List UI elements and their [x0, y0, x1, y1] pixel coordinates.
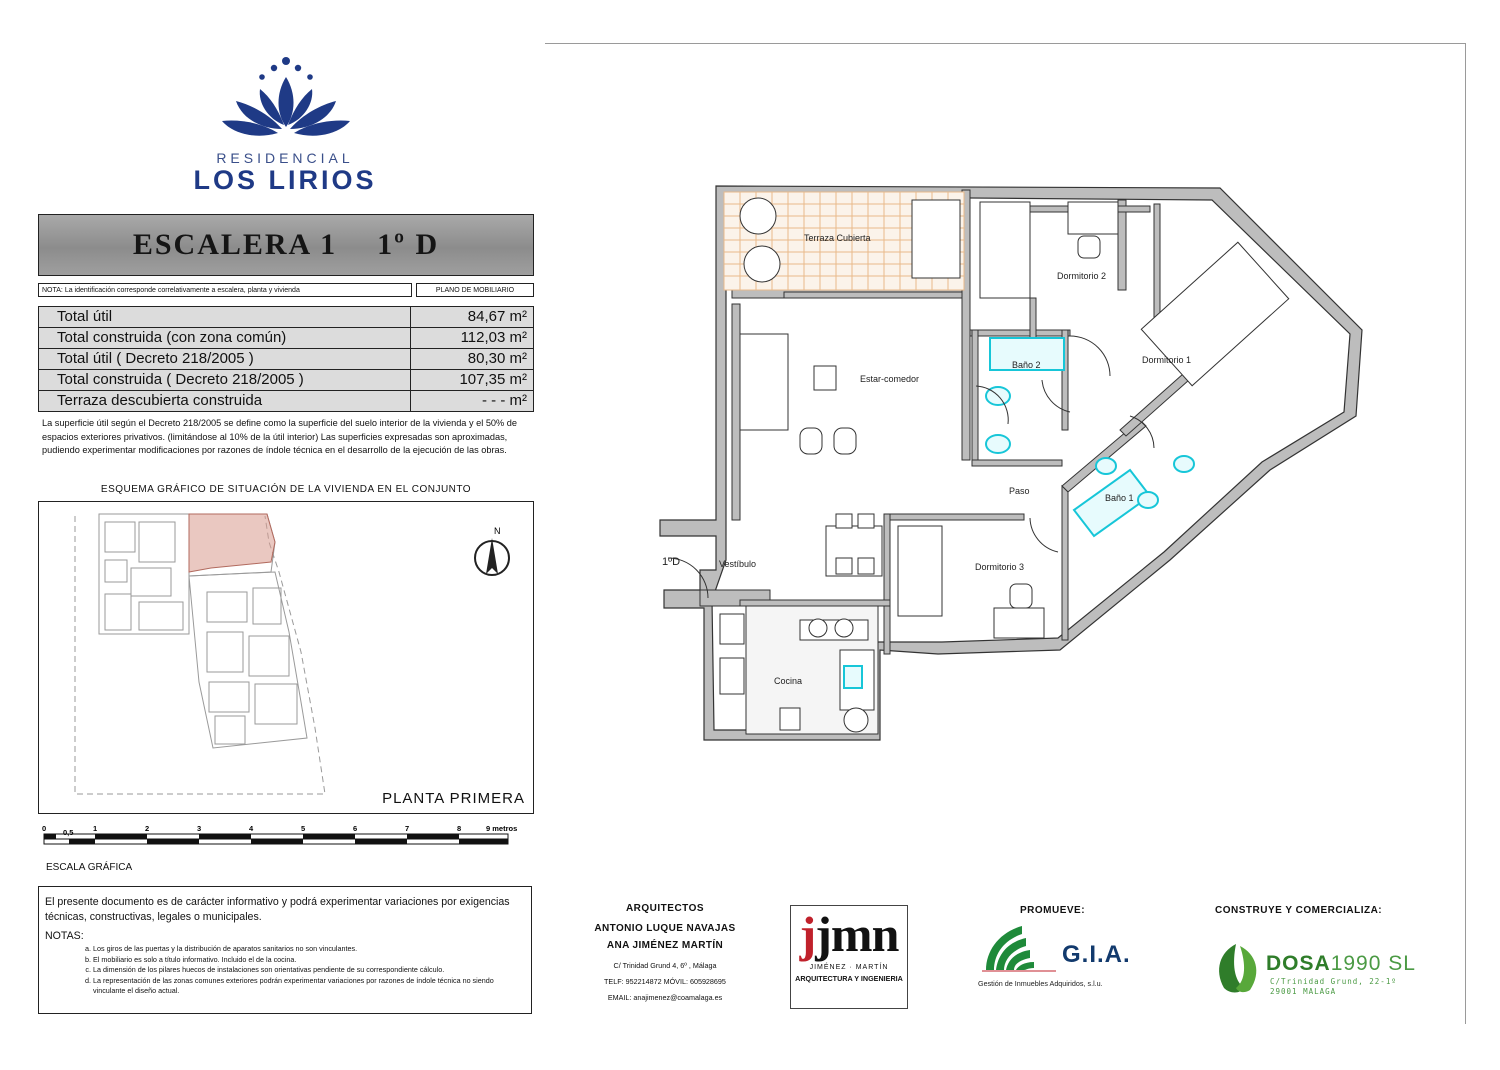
surface-label: Total construida ( Decreto 218/2005 ): [39, 370, 411, 390]
site-plan-drawing: [74, 513, 326, 795]
list-item: Los giros de las puertas y la distribuci…: [93, 944, 523, 955]
dosa-name: DOSA1990 SL: [1266, 952, 1416, 976]
architects-title: ARQUITECTOS: [625, 903, 705, 914]
jmn-logo: jjmn JIMÉNEZ · MARTÍN ARQUITECTURA Y ING…: [790, 905, 908, 1009]
situation-title: ESQUEMA GRÁFICO DE SITUACIÓN DE LA VIVIE…: [100, 484, 472, 495]
table-row: Total útil ( Decreto 218/2005 ) 80,30 m²: [39, 349, 533, 370]
surface-value: 112,03 m²: [460, 329, 527, 346]
architects-email: EMAIL: anajimenez@coamalaga.es: [607, 993, 723, 1002]
scale-tick: 5: [301, 824, 305, 833]
notes-title: NOTAS:: [45, 930, 84, 942]
dosa-address: C/Trinidad Grund, 22-1º 29001 MALAGA: [1270, 977, 1397, 997]
room-label-bano-2: Baño 2: [1012, 360, 1041, 370]
surface-label: Total útil ( Decreto 218/2005 ): [39, 349, 411, 369]
unit-door-label: 1ºD: [662, 556, 681, 568]
plan-type: PLANO DE MOBILIARIO: [416, 283, 534, 297]
room-label-dormitorio-1: Dormitorio 1: [1142, 355, 1192, 365]
unit-label: 1º D: [377, 228, 440, 261]
plan-frame: [545, 43, 1466, 1024]
lotus-logo-icon: [222, 57, 350, 136]
architects-block: ARQUITECTOS ANTONIO LUQUE NAVAJAS ANA JI…: [560, 903, 770, 1006]
dosa-address-line: C/Trinidad Grund, 22-1º: [1270, 977, 1397, 986]
construye-title: CONSTRUYE Y COMERCIALIZA:: [1215, 905, 1383, 916]
jmn-subtitle: ARQUITECTURA Y INGENIERIA: [795, 974, 903, 983]
north-compass-icon: N: [474, 526, 510, 576]
scale-tick: 2: [145, 824, 149, 833]
table-row: Terraza descubierta construida - - - m²: [39, 391, 533, 411]
table-row: Total útil 84,67 m²: [39, 307, 533, 328]
brand-name: LOS LIRIOS: [193, 165, 377, 195]
scale-tick: 8: [457, 824, 461, 833]
scale-tick: 0: [42, 824, 46, 833]
gia-name: G.I.A.: [1062, 941, 1131, 968]
dosa-leaf-logo-icon: [1219, 944, 1257, 993]
promueve-title: PROMUEVE:: [1020, 905, 1086, 916]
architect-name: ANA JIMÉNEZ MARTÍN: [606, 940, 724, 951]
dosa-address-line: 29001 MALAGA: [1270, 987, 1337, 996]
brand-subtitle: RESIDENCIAL: [216, 150, 354, 166]
surface-value: - - - m²: [482, 392, 527, 409]
table-row: Total construida (con zona común) 112,03…: [39, 328, 533, 349]
identification-note-row: NOTA: La identificación corresponde corr…: [38, 283, 534, 297]
notes-list: Los giros de las puertas y la distribuci…: [45, 944, 523, 997]
dosa-brand: DOSA: [1266, 952, 1331, 975]
list-item: La dimensión de los pilares huecos de in…: [93, 965, 523, 976]
escalera-header: ESCALERA 1 1º D: [38, 214, 534, 276]
north-label: N: [494, 526, 501, 536]
room-label-estar-comedor: Estar-comedor: [860, 374, 920, 384]
graphic-scale: 0 0,5 1 2 3 4 5 6 7 8 9 metros: [42, 824, 517, 845]
scale-tick: 6: [353, 824, 357, 833]
list-item: El mobiliario es solo a título informati…: [93, 955, 523, 966]
table-row: Total construida ( Decreto 218/2005 ) 10…: [39, 370, 533, 391]
jmn-logo-mark: jjmn: [799, 906, 900, 962]
surface-table: Total útil 84,67 m² Total construida (co…: [38, 306, 534, 412]
room-label-cocina: Cocina: [774, 676, 803, 686]
floor-plan-drawing: [659, 185, 1363, 741]
escalera-label: ESCALERA 1: [132, 228, 338, 261]
room-label-bano-1: Baño 1: [1105, 493, 1134, 503]
scale-tick: 0,5: [63, 828, 73, 837]
surface-value: 84,67 m²: [467, 308, 527, 325]
room-label-dormitorio-3: Dormitorio 3: [975, 562, 1025, 572]
surface-label: Total útil: [39, 307, 411, 327]
identification-note: NOTA: La identificación corresponde corr…: [38, 283, 412, 297]
scale-tick: 7: [405, 824, 409, 833]
surface-label: Terraza descubierta construida: [39, 391, 411, 411]
architects-address: C/ Trinidad Grund 4, 6º , Málaga: [613, 961, 717, 970]
room-label-vestibulo: Vestíbulo: [719, 559, 757, 569]
scale-label: ESCALA GRÁFICA: [46, 862, 133, 873]
architect-name: ANTONIO LUQUE NAVAJAS: [594, 923, 736, 934]
scale-tick: 3: [197, 824, 201, 833]
dosa-year: 1990 SL: [1330, 952, 1416, 975]
room-label-paso: Paso: [1009, 486, 1030, 496]
list-item: La representación de las zonas comunes e…: [93, 976, 523, 997]
floor-label: PLANTA PRIMERA: [382, 790, 525, 807]
gia-subtitle: Gestión de Inmuebles Adquiridos, s.l.u.: [978, 979, 1103, 988]
scale-tick: 4: [249, 824, 254, 833]
scale-tick: 1: [93, 824, 97, 833]
room-label-dormitorio-2: Dormitorio 2: [1057, 271, 1107, 281]
gia-logo-icon: [982, 926, 1056, 972]
architects-phones: TELF: 952214872 MÓVIL: 605928695: [604, 977, 726, 986]
scale-tick: 9 metros: [486, 824, 517, 833]
disclaimer-box: El presente documento es de carácter inf…: [38, 886, 532, 1014]
jmn-strapline: JIMÉNEZ · MARTÍN: [809, 964, 889, 971]
situation-map: N PLANTA PRIMERA: [38, 501, 534, 814]
disclaimer-intro: El presente documento es de carácter inf…: [45, 896, 510, 923]
room-label-terraza: Terraza Cubierta: [804, 233, 871, 243]
surface-value: 80,30 m²: [467, 350, 527, 367]
surface-value: 107,35 m²: [459, 371, 527, 388]
surface-label: Total construida (con zona común): [39, 328, 411, 348]
surface-note: La superficie útil según el Decreto 218/…: [42, 418, 517, 455]
